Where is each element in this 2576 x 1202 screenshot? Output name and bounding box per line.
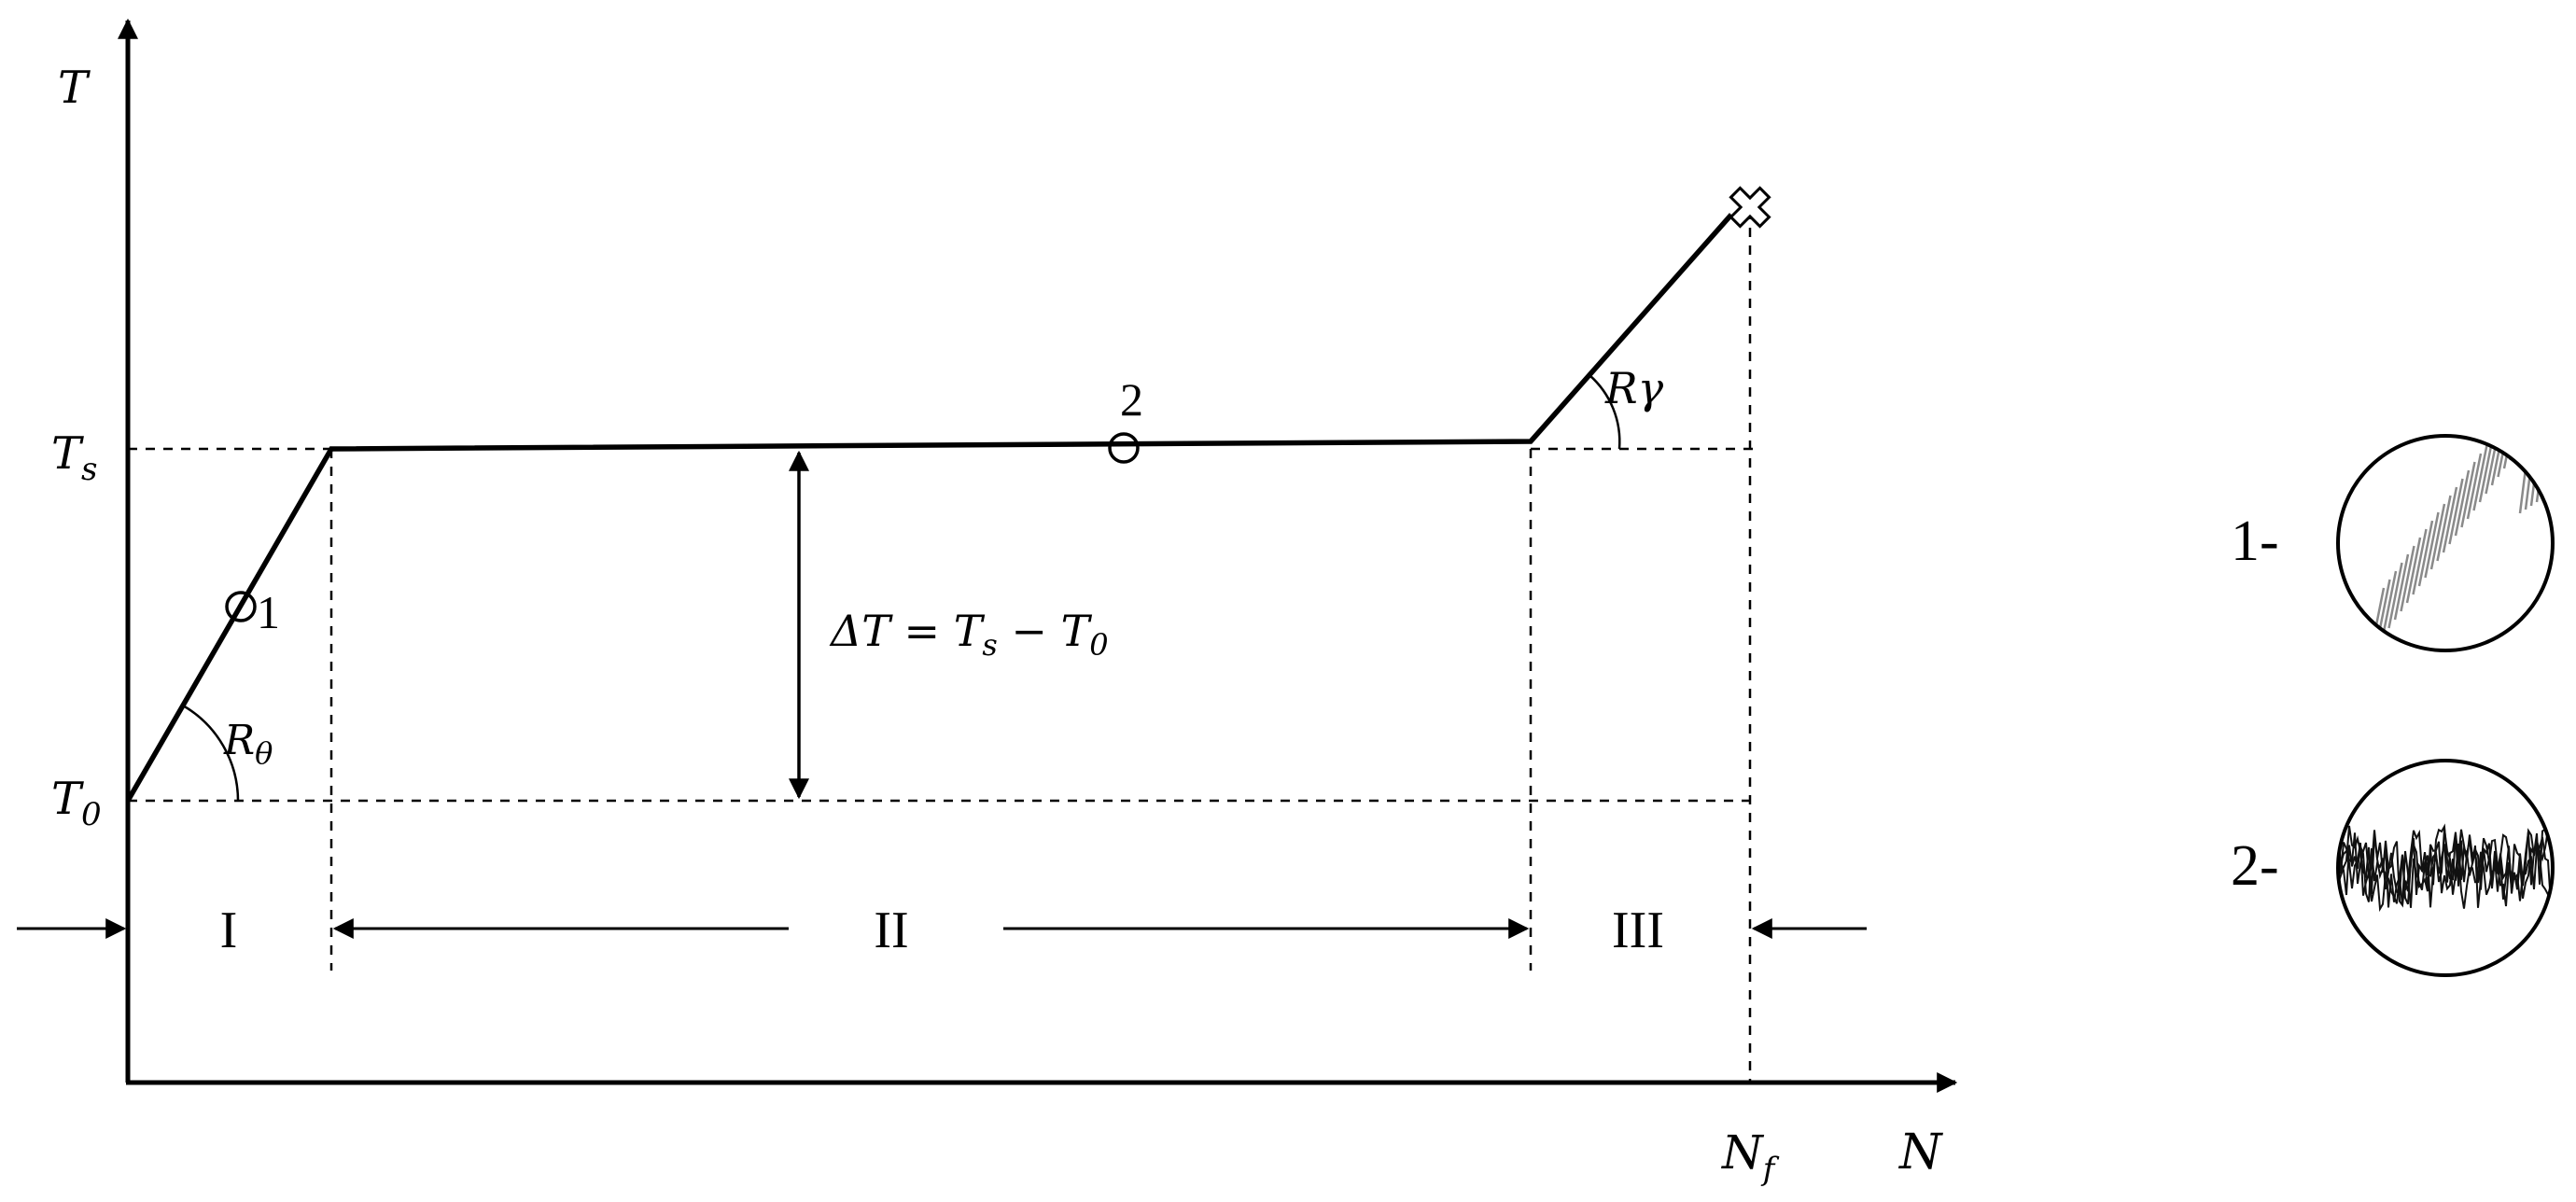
r-gamma-arc [1589, 374, 1621, 450]
legend-label-2: 2- [2231, 834, 2279, 898]
nf-label: Nf [1721, 1125, 1780, 1188]
t0-label: T0 [51, 773, 102, 833]
phase-2-label: II [874, 902, 908, 959]
point-1-marker [225, 591, 257, 622]
legend-label-1: 1- [2231, 510, 2279, 573]
point-1-label: 1 [257, 586, 280, 638]
temperature-curve [125, 213, 1734, 803]
y-axis-label: T [58, 62, 91, 114]
failure-cross-icon [1729, 186, 1771, 229]
x-axis-label: N [1897, 1125, 1943, 1181]
point-2-marker [1108, 432, 1140, 464]
delta-t-label: ΔT = Ts − T0 [829, 606, 1109, 663]
ts-label: Ts [51, 427, 97, 488]
r-gamma-label: Rγ [1604, 363, 1664, 413]
phase-3-label: III [1612, 902, 1664, 959]
r-theta-arc [182, 704, 240, 802]
guide-lines [128, 210, 1755, 1083]
point-2-label: 2 [1120, 373, 1143, 426]
texture-2-icon [2336, 759, 2555, 977]
phase-1-label: I [220, 902, 238, 959]
r-theta-label: Rθ [223, 717, 273, 771]
texture-1-icon [2336, 434, 2555, 652]
